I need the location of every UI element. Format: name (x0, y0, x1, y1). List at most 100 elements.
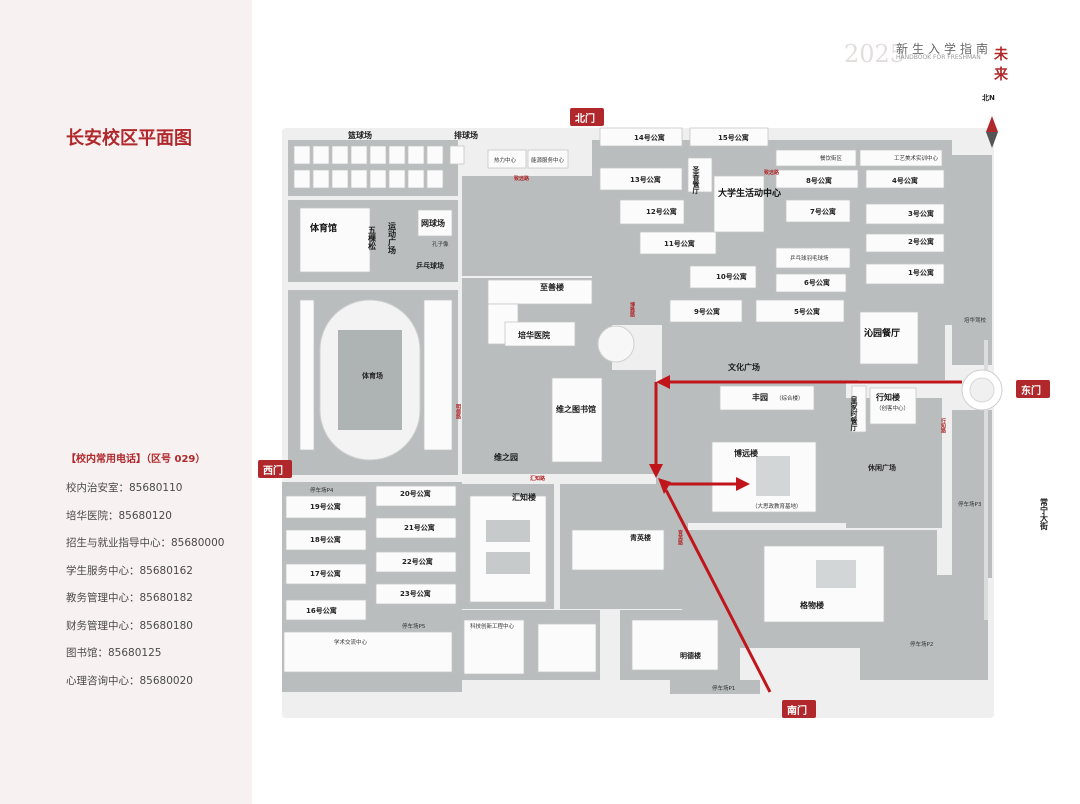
label-dorm-5: 5号公寓 (794, 307, 820, 316)
label-parking-p5: 停车场P5 (402, 622, 426, 630)
label-boyuan: 博远楼 (734, 448, 758, 458)
route-south-gate (664, 489, 772, 693)
label-activity: 运动广场 (388, 222, 397, 255)
label-culture-square: 文化广场 (728, 362, 760, 372)
label-dorm-1: 1号公寓 (908, 268, 934, 277)
label-parking-p4: 停车场P4 (310, 486, 334, 494)
label-dorm-4: 4号公寓 (892, 176, 918, 185)
label-huangjia: 皇家时餐厅 (850, 395, 859, 432)
label-road-huizhi: 汇知路 (530, 475, 546, 482)
phone-academic-affairs: 教务管理中心：85680182 (66, 592, 193, 604)
label-academic: 学术交流中心 (334, 638, 368, 646)
label-confucius: 孔子像 (432, 240, 449, 248)
label-mingde: 明德楼 (680, 651, 701, 660)
label-zhishan: 至善楼 (540, 282, 564, 292)
route-arrows (654, 380, 962, 693)
label-parking-p1: 停车场P1 (712, 684, 735, 692)
label-stadium: 体育场 (362, 371, 383, 380)
south-gate-label: 南门 (787, 704, 807, 717)
buildings (283, 127, 1003, 675)
west-gate-label: 西门 (263, 464, 283, 477)
label-road-mingde: 明德路 (455, 403, 462, 420)
label-basketball: 篮球场 (347, 130, 372, 140)
label-dorm-16: 16号公寓 (306, 606, 337, 615)
label-road-zhiyuan: 致远路 (514, 175, 530, 182)
west-gate-badge (258, 460, 292, 478)
label-fengyuan: 丰园 (752, 392, 768, 402)
label-dorm-3: 3号公寓 (908, 209, 934, 218)
label-hospital: 培华医院 (518, 330, 550, 340)
phone-security: 校内治安室：85680110 (66, 482, 183, 494)
brand-mark: 未来 (994, 47, 1008, 83)
label-dorm-19: 19号公寓 (310, 502, 341, 511)
label-energy: 能源服务中心 (531, 156, 565, 164)
label-xingzhi: 行知楼 (875, 392, 900, 402)
label-innovation: 科技创新工程中心 (470, 622, 515, 630)
phone-library: 图书馆：85680125 (66, 647, 162, 659)
phone-student-service: 学生服务中心：85680162 (66, 564, 193, 577)
label-canteen-street: 餐饮街区 (820, 154, 843, 162)
east-gate-badge (1016, 380, 1050, 398)
label-dorm-11: 11号公寓 (664, 239, 695, 248)
label-road-yuying: 育英路 (677, 529, 684, 546)
label-heating: 热力中心 (494, 156, 517, 164)
label-student-center: 大学生活动中心 (718, 187, 781, 199)
phone-hospital: 培华医院：85680120 (66, 509, 172, 522)
north-compass: 北N (982, 93, 998, 148)
phone-finance: 财务管理中心：85680180 (66, 619, 193, 632)
label-dorm-21: 21号公寓 (404, 523, 435, 532)
south-gate-badge (782, 700, 816, 718)
east-gate-label: 东门 (1021, 384, 1041, 397)
label-dorm-23: 23号公寓 (400, 589, 431, 598)
label-leisure-square: 休闲广场 (867, 463, 896, 472)
label-weizhiyuan: 维之园 (494, 452, 518, 462)
brand-year: 2025 (844, 40, 906, 68)
label-dorm-10: 10号公寓 (716, 272, 747, 281)
label-parking-p2: 停车场P2 (910, 640, 933, 648)
map-title: 长安校区平面图 (66, 128, 192, 149)
gates: 北门 东门 西门 南门 (258, 108, 1050, 718)
label-road-boya: 博雅路 (629, 301, 636, 318)
courts-grid (293, 145, 465, 189)
phones-title: 【校内常用电话】（区号 029） (66, 454, 206, 465)
label-dorm-13: 13号公寓 (630, 175, 661, 184)
label-qingying: 青英楼 (630, 533, 651, 542)
label-dorm-8: 8号公寓 (806, 176, 832, 185)
label-dorm-9: 9号公寓 (694, 307, 720, 316)
label-parking-p3: 停车场P3 (958, 500, 982, 508)
sidebar: 长安校区平面图 【校内常用电话】（区号 029） 校内治安室：85680110 … (0, 0, 252, 804)
phone-admission: 招生与就业指导中心：85680000 (66, 537, 225, 549)
label-pingpong: 乒乓球场 (416, 261, 444, 270)
label-wuke: 五棵松 (368, 226, 377, 251)
label-tennis: 网球场 (421, 218, 445, 228)
map-labels: 篮球场 排球场 热力中心 能源服务中心 体育馆 五棵松 运动广场 网球场 孔子像… (306, 130, 987, 692)
label-shengxiang: 圣香餐厅 (692, 166, 701, 195)
compass-label: 北N (982, 93, 995, 102)
label-volleyball: 排球场 (454, 130, 478, 140)
label-fengyuan-sub: （综合楼） (776, 394, 804, 402)
label-huizhi: 汇知楼 (512, 492, 536, 502)
label-road-xingzhi: 行知路 (940, 417, 947, 434)
label-art-center: 工艺美术实训中心 (894, 154, 939, 162)
label-dorm-15: 15号公寓 (718, 133, 749, 142)
label-road-zhiyuan-2: 致远路 (764, 169, 780, 176)
label-peihua-school: 培华驾校 (964, 316, 987, 324)
phone-counseling: 心理咨询中心：85680020 (66, 674, 193, 687)
label-dorm-22: 22号公寓 (402, 557, 433, 566)
label-xingzhi-sub: （创客中心） (876, 404, 909, 412)
label-qinyuan: 沁园餐厅 (864, 327, 900, 339)
north-gate-badge (570, 108, 604, 126)
brand-subtitle: HANDBOOK FOR FRESHMAN (896, 54, 981, 61)
label-dorm-12: 12号公寓 (646, 207, 677, 216)
label-dorm-6: 6号公寓 (804, 278, 830, 287)
label-badminton: 乒乓球羽毛球场 (790, 254, 829, 262)
street-label: 常宁大街 (1040, 497, 1049, 531)
compass-arrow-icon (986, 116, 998, 132)
north-gate-label: 北门 (575, 112, 595, 125)
label-dorm-17: 17号公寓 (310, 569, 341, 578)
label-gewu: 格物楼 (800, 600, 824, 610)
label-dorm-20: 20号公寓 (400, 489, 431, 498)
label-dorm-2: 2号公寓 (908, 237, 934, 246)
label-gym: 体育馆 (310, 222, 337, 234)
